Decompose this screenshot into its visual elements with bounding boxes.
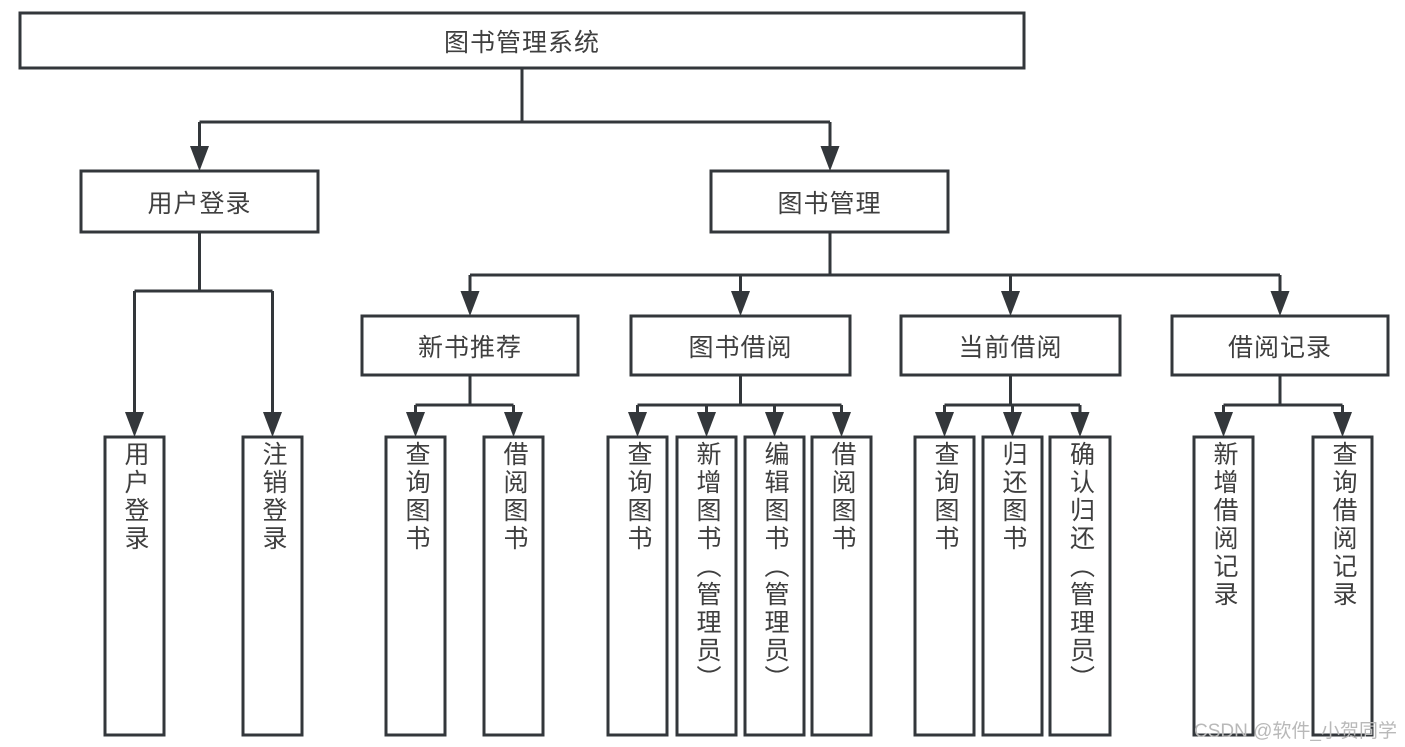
node-label-leaf-return-book: 归还图书	[983, 437, 1042, 735]
arrow-head-leaf-query-record	[1333, 412, 1352, 437]
node-label-new-book-recommend: 新书推荐	[362, 316, 578, 375]
node-box-book-manage[interactable]	[709, 169, 950, 234]
arrow-head-current-borrow	[1001, 291, 1020, 316]
node-label-leaf-user-logout: 注销登录	[243, 437, 302, 735]
connector-group-book-manage-to-level3	[460, 232, 1290, 316]
node-label-text-leaf-edit-book: 编辑图书（管理员）	[761, 441, 789, 693]
node-label-text-borrow-record: 借阅记录	[1227, 333, 1332, 362]
node-label-text-leaf-query-book-2: 查询图书	[624, 441, 652, 553]
node-box-leaf-query-record[interactable]	[1311, 435, 1374, 737]
arrow-head-leaf-query-book-1	[406, 412, 425, 437]
node-box-leaf-user-logout[interactable]	[241, 435, 304, 737]
node-label-text-book-borrow: 图书借阅	[688, 333, 793, 362]
arrow-head-leaf-user-login	[125, 412, 144, 437]
arrow-head-leaf-borrow-book-1	[504, 412, 523, 437]
arrow-head-borrow-record	[1270, 291, 1290, 316]
node-box-root[interactable]	[18, 11, 1026, 70]
node-label-text-leaf-user-login: 用户登录	[121, 441, 149, 553]
node-label-text-leaf-add-record: 新增借阅记录	[1210, 441, 1238, 609]
node-label-leaf-borrow-book-1: 借阅图书	[484, 437, 543, 735]
connector-group-user-login-to-leaves	[125, 232, 282, 437]
node-label-text-leaf-query-record: 查询借阅记录	[1329, 441, 1357, 609]
node-label-text-leaf-user-logout: 注销登录	[259, 441, 287, 553]
node-label-leaf-query-book-2: 查询图书	[608, 437, 667, 735]
node-box-leaf-edit-book[interactable]	[743, 435, 806, 737]
connector-group-root-to-level2	[190, 68, 840, 171]
node-label-text-current-borrow: 当前借阅	[958, 333, 1063, 362]
node-label-text-root: 图书管理系统	[443, 28, 600, 57]
node-label-book-manage: 图书管理	[711, 171, 948, 232]
node-label-leaf-confirm-return: 确认归还（管理员）	[1050, 437, 1110, 735]
node-label-text-leaf-confirm-return: 确认归还（管理员）	[1066, 441, 1095, 693]
node-label-borrow-record: 借阅记录	[1172, 316, 1388, 375]
node-label-book-borrow: 图书借阅	[631, 316, 850, 375]
node-box-new-book-recommend[interactable]	[360, 314, 580, 377]
arrow-head-leaf-add-book	[697, 412, 716, 437]
node-box-leaf-add-book[interactable]	[675, 435, 738, 737]
node-label-text-book-manage: 图书管理	[777, 189, 882, 218]
node-label-leaf-add-record: 新增借阅记录	[1194, 437, 1253, 735]
arrow-head-leaf-user-logout	[263, 412, 282, 437]
arrow-head-leaf-edit-book	[765, 412, 784, 437]
node-box-user-login[interactable]	[79, 169, 320, 234]
connector-group-new-book-recommend-to-leaves	[406, 375, 523, 437]
arrow-head-leaf-confirm-return	[1070, 412, 1090, 437]
node-label-text-leaf-borrow-book-1: 借阅图书	[500, 441, 528, 553]
node-box-current-borrow[interactable]	[899, 314, 1122, 377]
node-label-text-new-book-recommend: 新书推荐	[417, 333, 522, 362]
node-box-leaf-borrow-book-1[interactable]	[482, 435, 545, 737]
connector-group-borrow-record-to-leaves	[1214, 375, 1352, 437]
arrow-head-new-book-recommend	[460, 291, 480, 316]
node-label-text-leaf-add-book: 新增图书（管理员）	[693, 441, 721, 693]
connector-group-book-borrow-to-leaves	[628, 375, 851, 437]
node-label-leaf-edit-book: 编辑图书（管理员）	[745, 437, 804, 735]
arrow-head-book-manage	[820, 146, 840, 171]
arrow-head-leaf-query-book-2	[628, 412, 647, 437]
arrow-head-leaf-add-record	[1214, 412, 1233, 437]
node-box-leaf-add-record[interactable]	[1192, 435, 1255, 737]
node-box-leaf-query-book-1[interactable]	[384, 435, 447, 737]
arrow-head-user-login	[190, 146, 209, 171]
node-box-book-borrow[interactable]	[629, 314, 852, 377]
node-label-text-leaf-borrow-book-2: 借阅图书	[828, 441, 856, 553]
node-label-current-borrow: 当前借阅	[901, 316, 1120, 375]
node-box-leaf-return-book[interactable]	[981, 435, 1044, 737]
node-label-leaf-add-book: 新增图书（管理员）	[677, 437, 736, 735]
node-label-text-leaf-query-book-3: 查询图书	[931, 441, 959, 553]
node-label-leaf-query-book-1: 查询图书	[386, 437, 445, 735]
node-box-leaf-user-login[interactable]	[103, 435, 166, 737]
arrow-head-leaf-borrow-book-2	[832, 412, 851, 437]
arrow-head-leaf-return-book	[1003, 412, 1022, 437]
node-label-leaf-query-record: 查询借阅记录	[1313, 437, 1372, 735]
node-box-borrow-record[interactable]	[1170, 314, 1390, 377]
node-label-text-leaf-query-book-1: 查询图书	[402, 441, 430, 553]
connector-group-current-borrow-to-leaves	[935, 375, 1090, 437]
node-box-leaf-query-book-3[interactable]	[913, 435, 976, 737]
node-label-user-login: 用户登录	[81, 171, 318, 232]
node-label-root: 图书管理系统	[20, 13, 1024, 68]
node-label-leaf-user-login: 用户登录	[105, 437, 164, 735]
node-label-leaf-query-book-3: 查询图书	[915, 437, 974, 735]
node-box-layer	[18, 11, 1390, 737]
arrow-head-leaf-query-book-3	[935, 412, 954, 437]
arrow-head-book-borrow	[731, 291, 750, 316]
node-label-text-leaf-return-book: 归还图书	[999, 441, 1027, 553]
node-box-leaf-borrow-book-2[interactable]	[810, 435, 873, 737]
node-label-text-user-login: 用户登录	[147, 189, 252, 218]
node-box-leaf-query-book-2[interactable]	[606, 435, 669, 737]
node-box-leaf-confirm-return[interactable]	[1048, 435, 1112, 737]
node-label-leaf-borrow-book-2: 借阅图书	[812, 437, 871, 735]
